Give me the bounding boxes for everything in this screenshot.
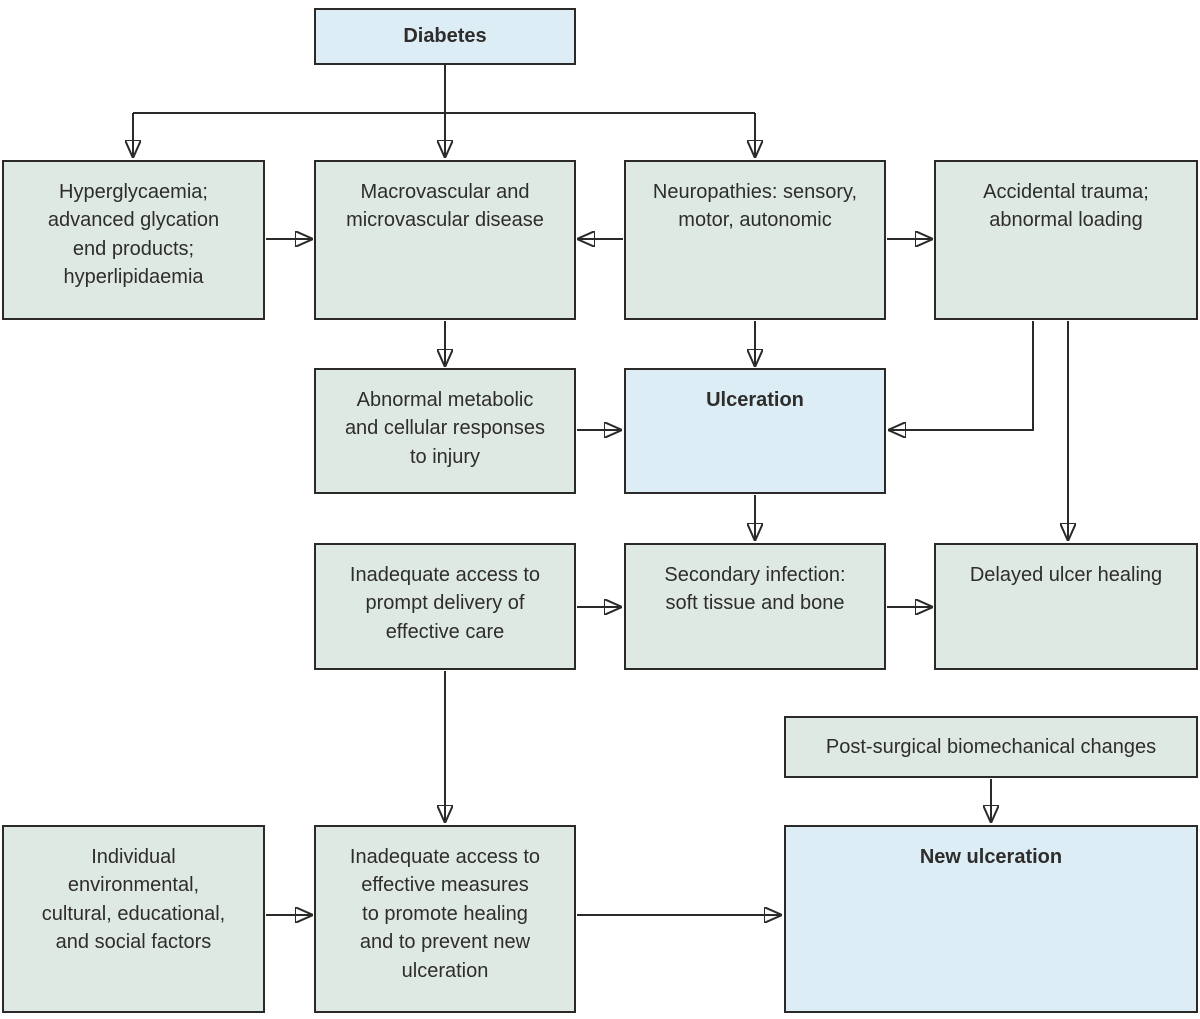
node-delayed-ulcer-healing: Delayed ulcer healing — [934, 543, 1198, 670]
node-accidental-trauma: Accidental trauma; abnormal loading — [934, 160, 1198, 320]
node-secondary-infection: Secondary infection: soft tissue and bon… — [624, 543, 886, 670]
node-label: Post-surgical biomechanical changes — [825, 735, 1157, 758]
node-label: Hyperglycaemia; advanced glycation end p… — [47, 181, 220, 289]
node-label: Macrovascular and microvascular disease — [346, 181, 544, 232]
node-label: Inadequate access to prompt delivery of … — [349, 564, 541, 643]
node-inadequate-access-measures: Inadequate access to effective measures … — [314, 825, 576, 1013]
node-abnormal-metabolic-responses: Abnormal metabolic and cellular response… — [314, 368, 576, 494]
node-label: Abnormal metabolic and cellular response… — [344, 389, 546, 468]
node-individual-factors: Individual environmental, cultural, educ… — [2, 825, 265, 1013]
node-new-ulceration: New ulceration — [784, 825, 1198, 1013]
node-post-surgical-changes: Post-surgical biomechanical changes — [784, 716, 1198, 778]
node-label: Diabetes — [403, 25, 487, 48]
node-label: Accidental trauma; abnormal loading — [983, 181, 1149, 232]
node-neuropathies: Neuropathies: sensory, motor, autonomic — [624, 160, 886, 320]
node-macrovascular-disease: Macrovascular and microvascular disease — [314, 160, 576, 320]
node-label: New ulceration — [919, 846, 1063, 868]
node-diabetes: Diabetes — [314, 8, 576, 65]
node-label: Neuropathies: sensory, motor, autonomic — [652, 181, 858, 232]
arrow-accidental-to-ulceration — [890, 321, 1034, 430]
node-label: Individual environmental, cultural, educ… — [41, 846, 226, 954]
node-ulceration: Ulceration — [624, 368, 886, 494]
node-label: Delayed ulcer healing — [969, 564, 1163, 586]
node-inadequate-access-care: Inadequate access to prompt delivery of … — [314, 543, 576, 670]
node-label: Ulceration — [706, 389, 804, 411]
node-label: Secondary infection: soft tissue and bon… — [664, 564, 846, 615]
node-label: Inadequate access to effective measures … — [349, 846, 541, 982]
node-hyperglycaemia: Hyperglycaemia; advanced glycation end p… — [2, 160, 265, 320]
